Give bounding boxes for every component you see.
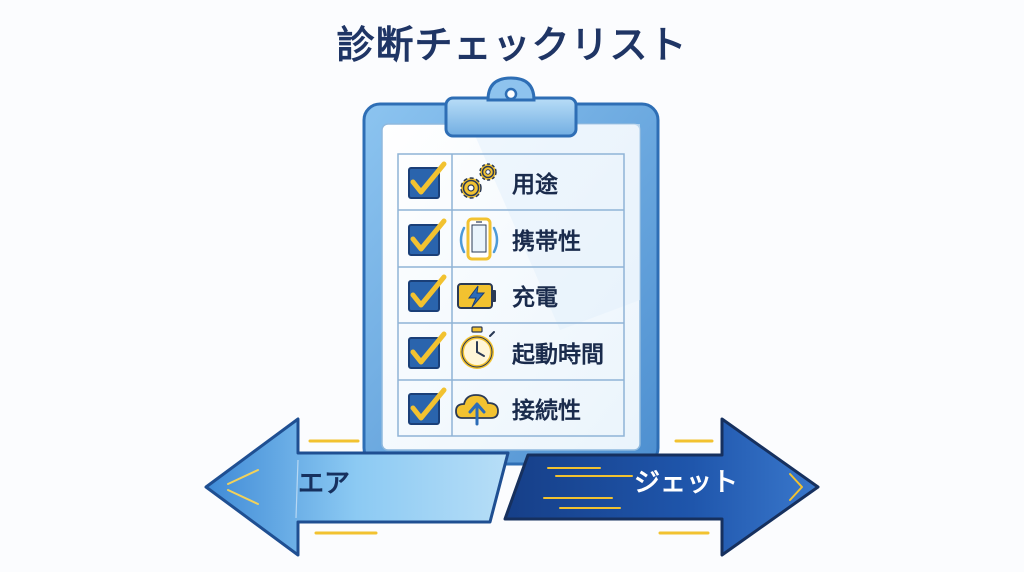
cloud-upload-icon	[455, 394, 499, 426]
checkmark-icon	[410, 387, 447, 421]
arrow-left-label: エア	[298, 469, 351, 499]
accent-line	[227, 489, 259, 505]
checkbox-5[interactable]	[408, 387, 447, 425]
stopwatch-icon	[460, 326, 495, 369]
accent-line	[227, 469, 259, 485]
accent-line	[789, 473, 803, 501]
checklist-item-label: 携帯性	[512, 229, 581, 255]
arrow-left-shape	[204, 417, 510, 557]
checkmark-icon	[410, 274, 447, 308]
checkmark-icon	[410, 218, 447, 252]
clipboard-clip-hole	[504, 87, 518, 101]
battery-charging-icon	[457, 283, 496, 309]
gears-icon	[460, 163, 497, 199]
checkmark-icon	[410, 161, 447, 195]
checkbox-3[interactable]	[408, 274, 447, 312]
clipboard-clip	[444, 96, 578, 138]
checklist-item-label: 充電	[512, 285, 558, 311]
arrow-right	[503, 417, 820, 557]
checklist-item-label: 接続性	[512, 398, 581, 424]
arrow-left	[204, 417, 510, 557]
checkbox-1[interactable]	[408, 161, 447, 199]
checklist-item-label: 用途	[512, 172, 558, 198]
checkmark-icon	[410, 331, 447, 365]
checklist-table	[397, 153, 625, 437]
smartphone-icon	[459, 217, 499, 261]
paper-sheen	[470, 124, 640, 330]
page-title: 診断チェックリスト	[336, 23, 688, 67]
checkbox-4[interactable]	[408, 331, 447, 369]
arrow-right-shape	[503, 417, 820, 557]
checkbox-2[interactable]	[408, 218, 447, 256]
checklist-item-label: 起動時間	[512, 342, 604, 368]
arrow-right-label: ジェット	[634, 468, 739, 498]
clipboard	[362, 76, 660, 466]
